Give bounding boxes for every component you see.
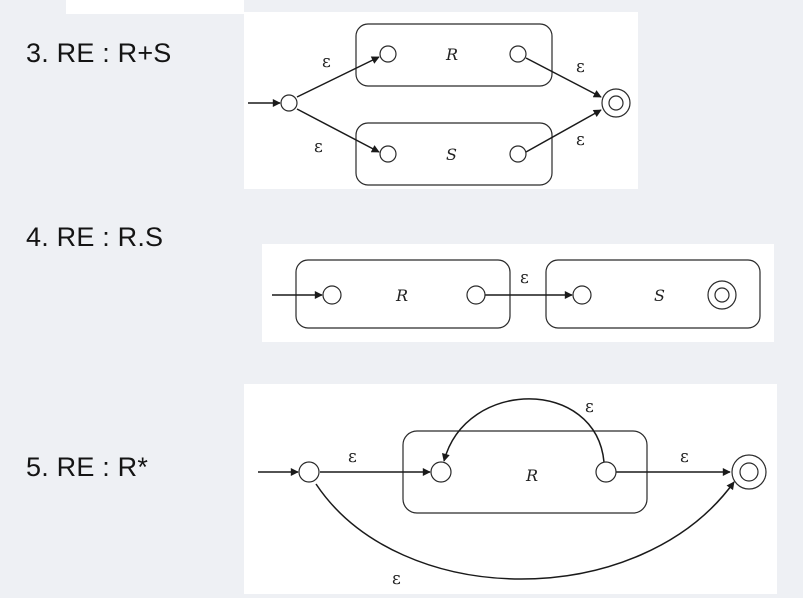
union-edge-s-final: [525, 109, 602, 153]
star-epsilon-4: ε: [392, 569, 401, 589]
concat-label-r: R: [395, 286, 408, 305]
star-diagram: R ε ε ε ε: [258, 397, 767, 589]
heading-concat: 4. RE : R.S: [26, 222, 164, 252]
union-label-r: R: [445, 45, 458, 64]
heading-star: 5. RE : R*: [26, 452, 149, 482]
union-epsilon-1: ε: [322, 52, 331, 72]
union-edge-to-r: [296, 56, 380, 98]
concat-r-in-state: [322, 285, 342, 305]
star-final-state-inner: [739, 462, 759, 482]
star-r-out-state: [595, 461, 617, 483]
union-epsilon-4: ε: [576, 130, 585, 150]
star-r-in-state: [430, 461, 452, 483]
concat-r-out-state: [466, 285, 486, 305]
concat-label-s: S: [654, 286, 665, 305]
star-label-r: R: [525, 466, 538, 485]
union-final-state-inner: [608, 95, 624, 111]
concat-final-state-inner: [714, 287, 730, 303]
union-r-out-state: [509, 45, 527, 63]
concat-box-r: [295, 259, 511, 329]
heading-union: 3. RE : R+S: [26, 38, 172, 68]
star-epsilon-3: ε: [680, 447, 689, 467]
union-box-r: [355, 23, 553, 87]
union-diagram-panel: [244, 12, 638, 189]
star-loop-back-edge: [441, 398, 605, 463]
union-r-in-state: [379, 45, 397, 63]
top-strip: [66, 0, 244, 14]
union-s-in-state: [379, 145, 397, 163]
concat-box-s: [545, 259, 761, 329]
union-box-s: [355, 122, 553, 186]
concat-diagram: R S ε: [272, 259, 761, 329]
union-epsilon-2: ε: [314, 137, 323, 157]
union-epsilon-3: ε: [576, 57, 585, 77]
concat-s-in-state: [572, 285, 592, 305]
union-edge-to-s: [296, 108, 380, 153]
union-label-s: S: [446, 145, 457, 164]
union-diagram: R S ε ε ε ε: [248, 23, 631, 186]
concat-epsilon: ε: [520, 268, 529, 288]
union-start-state: [280, 94, 298, 112]
star-skip-edge: [315, 481, 735, 580]
star-diagram-panel: [244, 384, 777, 594]
union-s-out-state: [509, 145, 527, 163]
union-edge-r-final: [525, 57, 602, 98]
star-epsilon-1: ε: [348, 447, 357, 467]
star-start-state: [298, 461, 320, 483]
star-epsilon-2: ε: [585, 397, 594, 417]
